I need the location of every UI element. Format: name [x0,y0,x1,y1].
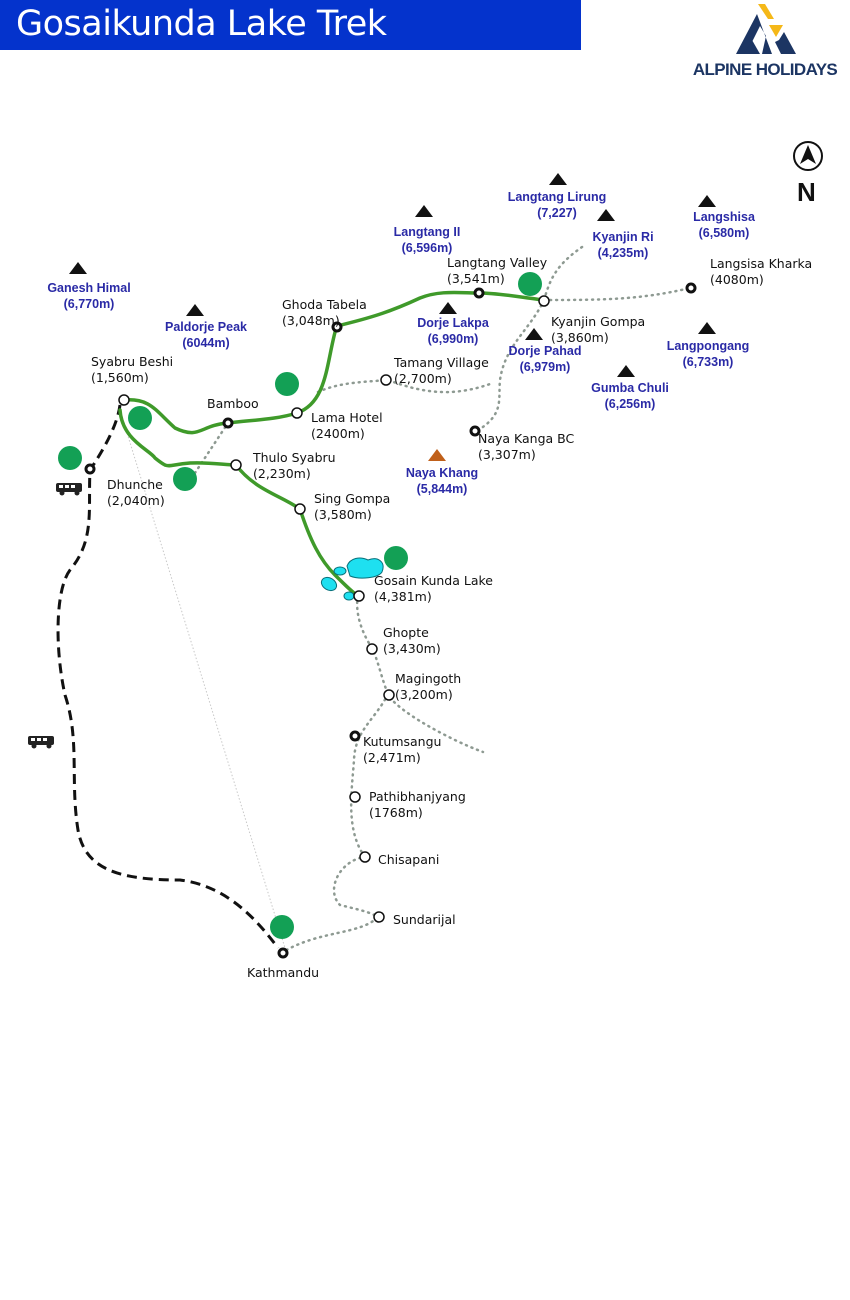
place-elevation: (2,040m) [107,493,165,508]
place-label: Sing Gompa [314,491,390,506]
place-elevation: (3,307m) [478,447,536,462]
place-label: Chisapani [378,852,439,867]
place-elevation: (1768m) [369,805,423,820]
place-elevation: (3,430m) [383,641,441,656]
place-elevation: (3,541m) [447,271,505,286]
peak-label: Langpongang [667,339,750,353]
place-label: Sundarijal [393,912,456,927]
place-label: Langsisa Kharka [710,256,812,271]
place-label: Kathmandu [247,965,319,980]
peak-elevation: (6,990m) [428,332,479,346]
lake-icon [320,557,384,601]
place-elevation: (4080m) [710,272,764,287]
place-label: Kutumsangu [363,734,441,749]
peak-label: Dorje Pahad [509,344,582,358]
peak-label: Gumba Chuli [591,381,669,395]
peak-elevation: (7,227) [537,206,577,220]
north-arrow-icon [793,141,823,171]
peak-icon [698,322,716,334]
place-elevation: (1,560m) [91,370,149,385]
peak-elevation: (5,844m) [417,482,468,496]
peak-label: Paldorje Peak [165,320,247,334]
place-label: Ghoda Tabela [282,297,367,312]
camp-marker-icon [270,915,294,939]
place-label: Magingoth [395,671,461,686]
camp-marker-icon [128,406,152,430]
peak-elevation: (6,256m) [605,397,656,411]
peak-icon [439,302,457,314]
north-label: N [797,177,816,207]
place-label: Bamboo [207,396,259,411]
peak-elevation: (6,979m) [520,360,571,374]
place-elevation: (3,048m) [282,313,340,328]
place-label: Dhunche [107,477,163,492]
side-trails [183,243,692,954]
peak-icon [415,205,433,217]
place-label: Syabru Beshi [91,354,173,369]
faint-trail [119,409,286,949]
peak-elevation: (6,733m) [683,355,734,369]
place-nodes [118,295,550,923]
peak-label: Langtang Lirung [508,190,607,204]
camp-marker-icon [384,546,408,570]
logo-mountain-icon [736,4,796,54]
peak-label: Naya Khang [406,466,478,480]
page-title: Gosaikunda Lake Trek [16,4,387,44]
peak-icon [597,209,615,221]
peak-icons [69,173,716,461]
place-elevation: (3,860m) [551,330,609,345]
bus-icon [56,483,82,496]
place-label: Lama Hotel [311,410,383,425]
place-label: Langtang Valley [447,255,548,270]
place-elevation: (4,381m) [374,589,432,604]
camp-marker-icon [173,467,197,491]
peak-label: Langtang II [394,225,461,239]
peak-elevation: (6,596m) [402,241,453,255]
road-route [56,404,280,949]
peak-icon [69,262,87,274]
peak-elevation: (4,235m) [598,246,649,260]
peak-elevation: (6044m) [182,336,229,350]
place-label: Naya Kanga BC [478,431,575,446]
place-elevation: (2,230m) [253,466,311,481]
place-label: Tamang Village [393,355,489,370]
peak-icon [549,173,567,185]
peak-icon [525,328,543,340]
company-logo: ALPINE HOLIDAYS [680,0,850,82]
bus-icon [28,736,54,749]
place-elevation: (3,200m) [395,687,453,702]
place-elevation: (2,471m) [363,750,421,765]
camp-marker-icon [518,272,542,296]
place-elevation: (2400m) [311,426,365,441]
peak-elevation: (6,580m) [699,226,750,240]
peak-elevation: (6,770m) [64,297,115,311]
place-elevation: (3,580m) [314,507,372,522]
peak-label: Dorje Lakpa [417,316,490,330]
place-label: Pathibhanjyang [369,789,466,804]
peak-icon-highlight [428,449,446,461]
place-label: Gosain Kunda Lake [374,573,493,588]
peak-label: Ganesh Himal [47,281,130,295]
logo-text: ALPINE HOLIDAYS [692,60,838,79]
peak-label: Langshisa [693,210,756,224]
major-nodes [84,282,697,959]
peak-icon [186,304,204,316]
place-label: Kyanjin Gompa [551,314,645,329]
camp-markers [58,272,542,939]
place-label: Ghopte [383,625,429,640]
title-bar: Gosaikunda Lake Trek [0,0,581,50]
peak-icon [698,195,716,207]
camp-marker-icon [275,372,299,396]
place-elevation: (2,700m) [394,371,452,386]
camp-marker-icon [58,446,82,470]
peak-icon [617,365,635,377]
place-label: Thulo Syabru [252,450,336,465]
peak-label: Kyanjin Ri [592,230,653,244]
